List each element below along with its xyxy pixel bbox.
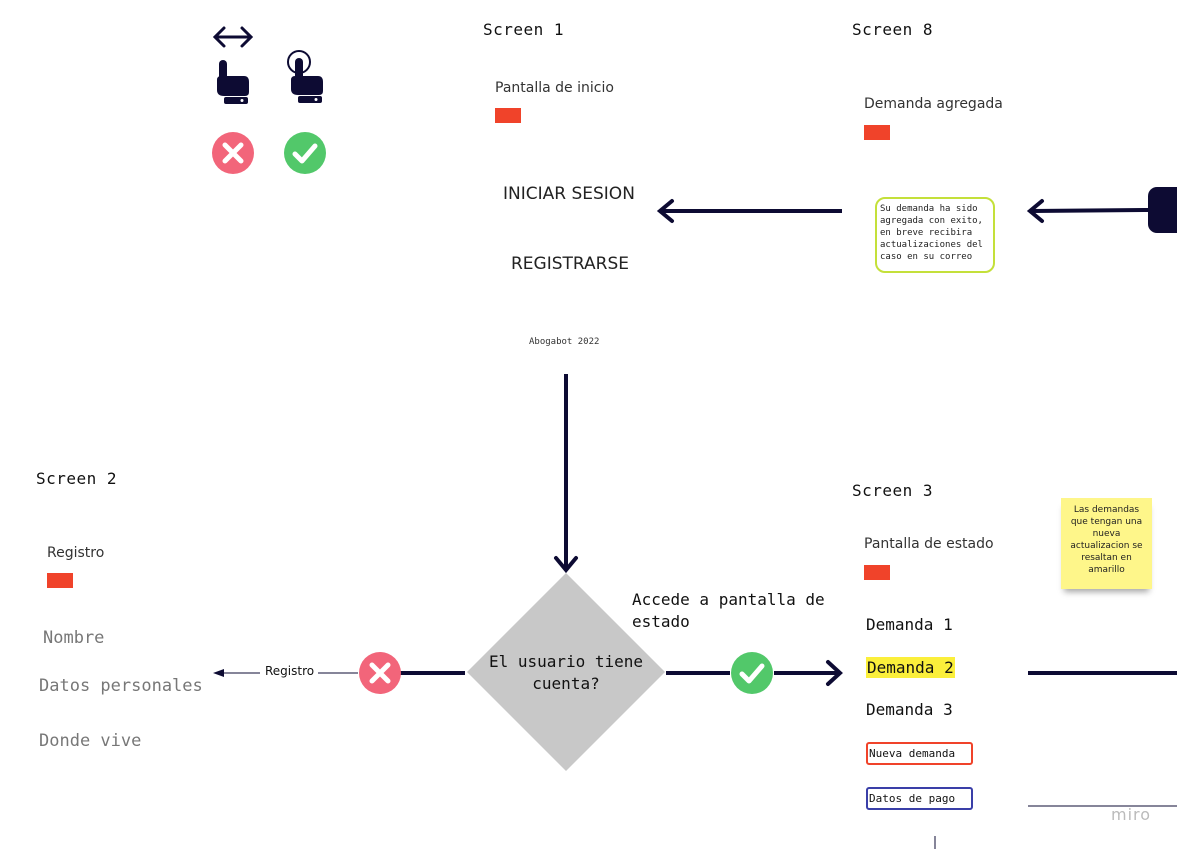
decision-question: El usuario tiene cuenta? bbox=[488, 652, 644, 693]
demand-item-1[interactable]: Demanda 1 bbox=[866, 615, 953, 634]
approve-icon bbox=[284, 132, 326, 174]
sticky-note: Las demandas que tengan una nueva actual… bbox=[1061, 498, 1152, 589]
offscreen-node bbox=[1148, 187, 1177, 233]
screen2-marker bbox=[47, 573, 73, 588]
success-message: Su demanda ha sido agregada con exito, e… bbox=[875, 197, 995, 273]
double-arrow-icon bbox=[212, 26, 254, 48]
screen2-title: Screen 2 bbox=[36, 469, 118, 488]
new-demand-button[interactable]: Nueva demanda bbox=[866, 742, 973, 765]
name-field[interactable]: Nombre bbox=[43, 628, 105, 648]
screen8-marker bbox=[864, 125, 890, 140]
decision-yes-label: Accede a pantalla de estado bbox=[632, 590, 825, 631]
reject-icon bbox=[359, 652, 401, 694]
click-hand-icon bbox=[287, 50, 323, 103]
reject-icon bbox=[212, 132, 254, 174]
demand-item-3[interactable]: Demanda 3 bbox=[866, 700, 953, 719]
tap-hand-icon bbox=[217, 60, 249, 104]
screen2-subtitle: Registro bbox=[47, 545, 105, 561]
demand-item-2-highlighted[interactable]: Demanda 2 bbox=[866, 657, 955, 678]
decision-no-label: Registro bbox=[265, 664, 315, 678]
screen1-marker bbox=[495, 108, 521, 123]
screen3-marker bbox=[864, 565, 890, 580]
screen1-title: Screen 1 bbox=[483, 20, 565, 39]
screen8-subtitle: Demanda agregada bbox=[864, 96, 1003, 112]
screen3-subtitle: Pantalla de estado bbox=[864, 536, 994, 552]
approve-icon bbox=[731, 652, 773, 694]
screen1-footer: Abogabot 2022 bbox=[529, 337, 600, 347]
screen8-title: Screen 8 bbox=[852, 20, 934, 39]
address-field[interactable]: Donde vive bbox=[39, 731, 142, 751]
register-button[interactable]: REGISTRARSE bbox=[511, 254, 630, 274]
screen1-subtitle: Pantalla de inicio bbox=[495, 80, 614, 96]
payment-data-button[interactable]: Datos de pago bbox=[866, 787, 973, 810]
personal-data-field[interactable]: Datos personales bbox=[39, 676, 203, 696]
miro-watermark: miro bbox=[1111, 805, 1152, 824]
login-button[interactable]: INICIAR SESION bbox=[503, 184, 635, 204]
screen3-title: Screen 3 bbox=[852, 481, 934, 500]
